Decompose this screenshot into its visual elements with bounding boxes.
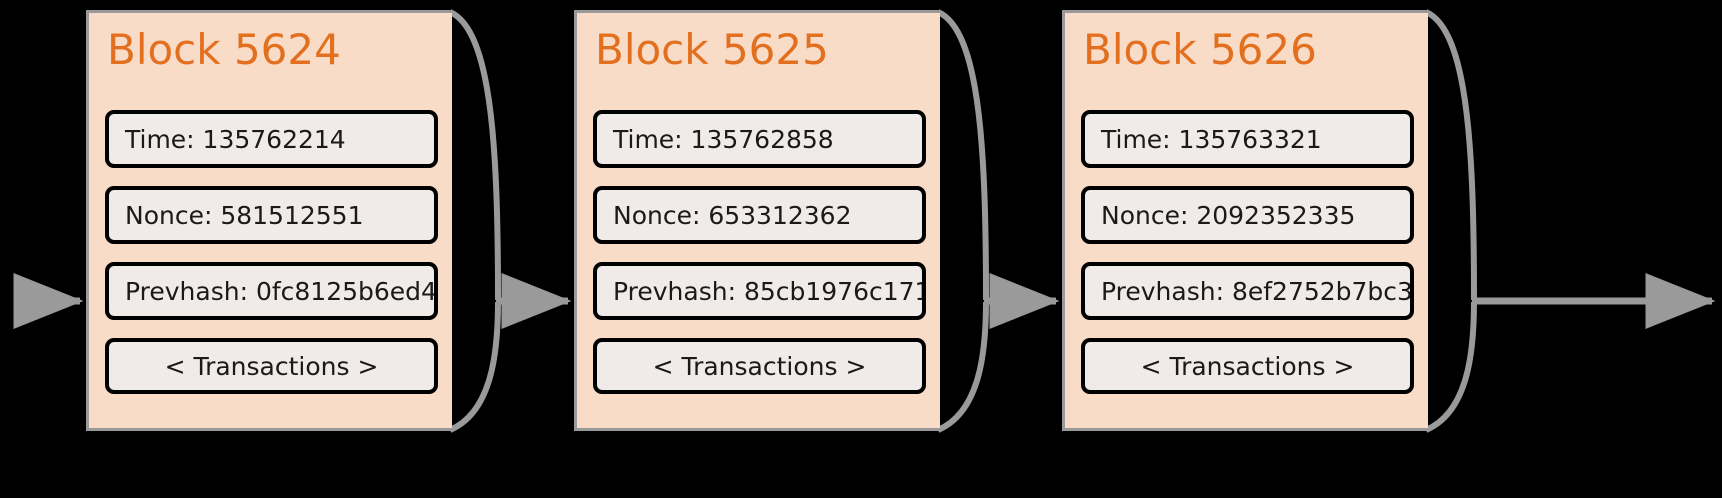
block-title-3: Block 5626 [1083, 25, 1317, 74]
block-card-3[interactable]: Block 5626 Time: 135763321 Nonce: 209235… [1062, 10, 1428, 431]
block-1-time-field[interactable]: Time: 135762214 [105, 110, 438, 168]
block-1-nonce-field[interactable]: Nonce: 581512551 [105, 186, 438, 244]
block-card-1[interactable]: Block 5624 Time: 135762214 Nonce: 581512… [86, 10, 452, 431]
block-3-time-field[interactable]: Time: 135763321 [1081, 110, 1414, 168]
block-2-tail-top [936, 9, 989, 301]
block-3-prevhash-field[interactable]: Prevhash: 8ef2752b7bc3 [1081, 262, 1414, 320]
block-2-prevhash-field[interactable]: Prevhash: 85cb1976c171 [593, 262, 926, 320]
block-2-transactions-button[interactable]: < Transactions > [593, 338, 926, 394]
block-2-time-field[interactable]: Time: 135762858 [593, 110, 926, 168]
block-title-2: Block 5625 [595, 25, 829, 74]
block-1-tail-top [448, 9, 501, 301]
block-3-tail-bottom [1424, 301, 1477, 433]
block-1-transactions-button[interactable]: < Transactions > [105, 338, 438, 394]
block-fields-1: Time: 135762214 Nonce: 581512551 Prevhas… [105, 110, 438, 394]
block-2-nonce-field[interactable]: Nonce: 653312362 [593, 186, 926, 244]
block-3-tail-top [1424, 9, 1477, 301]
block-1-prevhash-field[interactable]: Prevhash: 0fc8125b6ed4 [105, 262, 438, 320]
block-card-2[interactable]: Block 5625 Time: 135762858 Nonce: 653312… [574, 10, 940, 431]
block-2-tail-bottom [936, 301, 989, 433]
block-fields-2: Time: 135762858 Nonce: 653312362 Prevhas… [593, 110, 926, 394]
block-3-transactions-button[interactable]: < Transactions > [1081, 338, 1414, 394]
block-3-nonce-field[interactable]: Nonce: 2092352335 [1081, 186, 1414, 244]
block-title-1: Block 5624 [107, 25, 341, 74]
block-1-tail-bottom [448, 301, 501, 433]
block-fields-3: Time: 135763321 Nonce: 2092352335 Prevha… [1081, 110, 1414, 394]
